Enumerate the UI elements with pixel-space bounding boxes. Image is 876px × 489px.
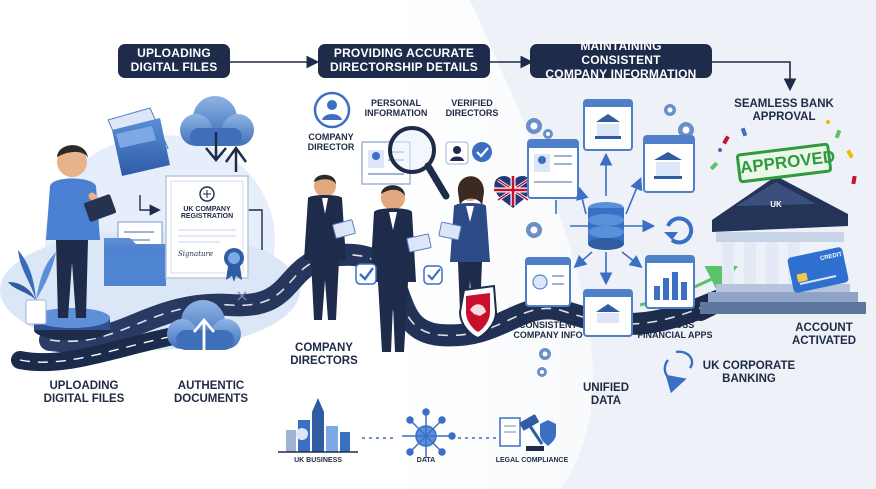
label-unified-data: UNIFIED DATA xyxy=(566,382,646,408)
app-window-chart xyxy=(645,255,695,309)
shield-lion-icon xyxy=(458,284,498,340)
label-across-line1: ACROSS xyxy=(655,320,695,330)
label-uk-corporate-line2: BANKING xyxy=(722,372,776,385)
director-figure-1 xyxy=(304,174,356,320)
app-window-bank-2 xyxy=(643,135,695,193)
database-icon xyxy=(588,202,624,250)
uk-registration-certificate xyxy=(165,175,249,282)
refresh-icon xyxy=(664,216,694,245)
data-flow-arrows xyxy=(555,152,656,286)
footer-label-legal-compliance: LEGAL COMPLIANCE xyxy=(495,457,569,464)
step-1-title-line1: UPLOADING xyxy=(137,46,211,61)
label-company-director: COMPANY DIRECTOR xyxy=(296,132,366,152)
certificate-line2: REGISTRATION xyxy=(180,213,234,221)
app-window-id xyxy=(525,257,571,307)
step-3-title-line2: COMPANY INFORMATION xyxy=(545,66,697,81)
step-1-title-line2: DIGITAL FILES xyxy=(130,60,218,74)
label-personal-line1: PERSONAL xyxy=(370,98,421,108)
plant-decoration xyxy=(8,250,56,325)
label-verified-line1: VERIFIED xyxy=(451,98,493,108)
label-company-directors-line2: DIRECTORS xyxy=(290,354,358,367)
director-figure-2 xyxy=(370,185,432,352)
label-uk-corporate-banking: UK CORPORATE BANKING xyxy=(692,360,806,386)
credit-card-icon xyxy=(787,247,849,293)
footer-label-data: DATA xyxy=(416,457,436,464)
label-unified-line1: UNIFIED xyxy=(583,382,629,394)
label-consistent-company-info: CONSISTENT COMPANY INFO xyxy=(506,320,590,340)
label-personal-information: PERSONAL INFORMATION xyxy=(356,98,436,118)
confetti-decoration xyxy=(709,120,857,185)
city-icon xyxy=(278,398,358,453)
uk-flag-icon xyxy=(494,176,532,208)
label-across-line2: FINANCIAL APPS xyxy=(637,330,713,341)
gavel-icon xyxy=(499,414,556,451)
app-window-bank xyxy=(583,99,633,151)
verified-director-icons xyxy=(445,141,492,165)
label-consistent-line2: COMPANY INFO xyxy=(513,330,583,341)
label-seamless-line1: SEAMLESS BANK xyxy=(734,98,834,110)
cloud-upload-icon xyxy=(167,300,241,352)
app-window-profile xyxy=(527,139,579,199)
bank-sign: UK xyxy=(770,200,782,209)
label-personal-line2: INFORMATION xyxy=(364,108,428,119)
document-folder-icon xyxy=(104,221,166,286)
label-uploading-line1: UPLOADING xyxy=(49,380,119,392)
label-uploading-digital-files: UPLOADING DIGITAL FILES xyxy=(20,380,148,406)
step-3-title-line1: MAINTAINING CONSISTENT xyxy=(580,39,662,68)
label-uploading-line2: DIGITAL FILES xyxy=(43,392,125,405)
verified-check-badges xyxy=(355,263,443,285)
certificate-line1: UK COMPANY xyxy=(183,206,231,213)
label-seamless-bank-approval: SEAMLESS BANK APPROVAL xyxy=(728,98,840,124)
label-across-financial-apps: ACROSS FINANCIAL APPS xyxy=(632,320,718,340)
label-seamless-line2: APPROVAL xyxy=(752,110,816,123)
director-figure-3 xyxy=(438,176,490,312)
label-verified-line2: DIRECTORS xyxy=(445,108,499,119)
label-authentic-documents: AUTHENTIC DOCUMENTS xyxy=(156,380,266,406)
label-uk-corporate-line1: UK CORPORATE xyxy=(702,360,796,372)
app-window-bank-3 xyxy=(583,289,633,337)
label-account-line1: ACCOUNT xyxy=(795,322,853,334)
director-avatar-icon xyxy=(313,91,351,129)
label-consistent-line1: CONSISTENT xyxy=(518,320,577,330)
footer-label-uk-business: UK BUSINESS xyxy=(294,457,342,464)
step-2-title-line2: DIRECTORSHIP DETAILS xyxy=(329,60,479,74)
cloud-download-icon xyxy=(180,96,254,172)
person-uploading xyxy=(46,145,117,318)
network-icon xyxy=(402,408,456,458)
label-company-directors: COMPANY DIRECTORS xyxy=(274,342,374,368)
gear-icons xyxy=(526,104,694,377)
step-2-title-line1: PROVIDING ACCURATE xyxy=(333,46,475,61)
certificate-signature: Signature xyxy=(178,250,214,258)
label-company-directors-line1: COMPANY xyxy=(295,342,353,354)
sync-arrows-icon xyxy=(663,350,694,394)
label-authentic-line1: AUTHENTIC xyxy=(177,380,245,392)
label-verified-directors: VERIFIED DIRECTORS xyxy=(436,98,508,118)
label-account-line2: ACTIVATED xyxy=(791,334,857,347)
step-connectors xyxy=(230,55,797,92)
folder-stack-icon xyxy=(107,107,170,176)
sparkle-decoration xyxy=(237,291,247,301)
label-unified-line2: DATA xyxy=(590,394,622,407)
label-company-director-line2: DIRECTOR xyxy=(307,142,355,153)
label-authentic-line2: DOCUMENTS xyxy=(173,392,249,405)
magnifier-icon xyxy=(388,126,450,200)
label-account-activated: ACCOUNT ACTIVATED xyxy=(778,322,870,348)
label-company-director-line1: COMPANY xyxy=(308,132,354,142)
certificate-title: UK COMPANY REGISTRATION xyxy=(170,206,244,221)
